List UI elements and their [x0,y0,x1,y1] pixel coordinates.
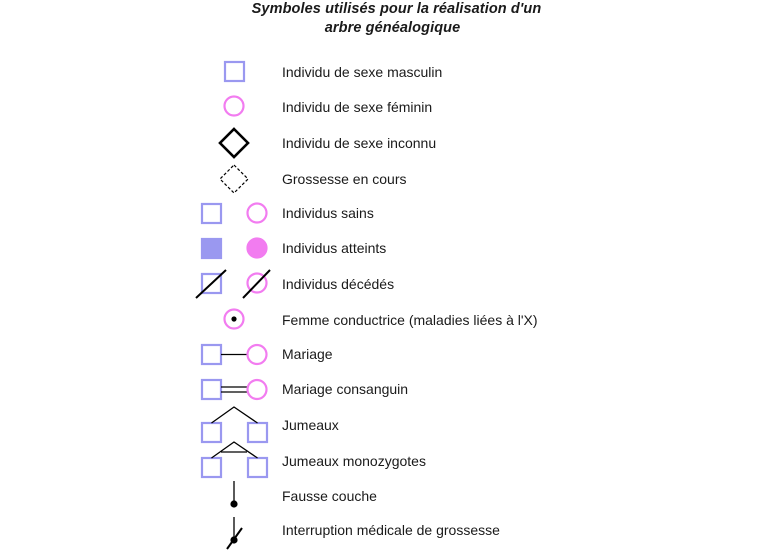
label-twins: Jumeaux [282,417,339,433]
label-male: Individu de sexe masculin [282,64,443,80]
label-miscarriage: Fausse couche [282,488,377,504]
twins-icon [200,406,269,444]
label-healthy: Individus sains [282,205,374,221]
medical-termination-icon [226,517,243,550]
affected-male-square-icon [200,237,223,260]
deceased-individuals-icon [195,269,271,299]
label-carrier-female: Femme conductrice (maladies liées à l'X) [282,312,538,328]
label-marriage: Mariage [282,346,333,362]
healthy-male-square-icon [200,202,223,225]
title-line-2: arbre généalogique [324,20,461,36]
affected-female-circle-icon [246,237,268,259]
label-pregnancy: Grossesse en cours [282,171,407,187]
healthy-individuals-icon [200,202,268,225]
pregnancy-dashed-diamond-icon [219,164,249,194]
label-female: Individu de sexe féminin [282,99,433,115]
label-consanguineous-marriage: Mariage consanguin [282,381,409,397]
male-square-icon [223,60,246,83]
miscarriage-icon [230,481,238,508]
consanguineous-marriage-icon [200,378,268,401]
affected-individuals-icon [200,237,268,260]
deceased-female-circle-icon [246,272,268,294]
label-monozygotic-twins: Jumeaux monozygotes [282,453,426,469]
deceased-male-square-icon [200,272,223,295]
label-deceased: Individus décédés [282,276,395,292]
marriage-icon [200,343,268,366]
unknown-sex-diamond-icon [218,127,250,159]
carrier-female-icon [223,308,245,330]
monozygotic-twins-icon [200,441,269,479]
female-circle-icon [223,95,245,117]
healthy-female-circle-icon [246,202,268,224]
label-affected: Individus atteints [282,240,387,256]
diagram-title: Symboles utilisés pour la réalisation d'… [0,0,775,38]
title-line-1: Symboles utilisés pour la réalisation d'… [251,1,542,17]
label-medical-termination: Interruption médicale de grossesse [282,522,500,538]
label-unknown-sex: Individu de sexe inconnu [282,135,437,151]
